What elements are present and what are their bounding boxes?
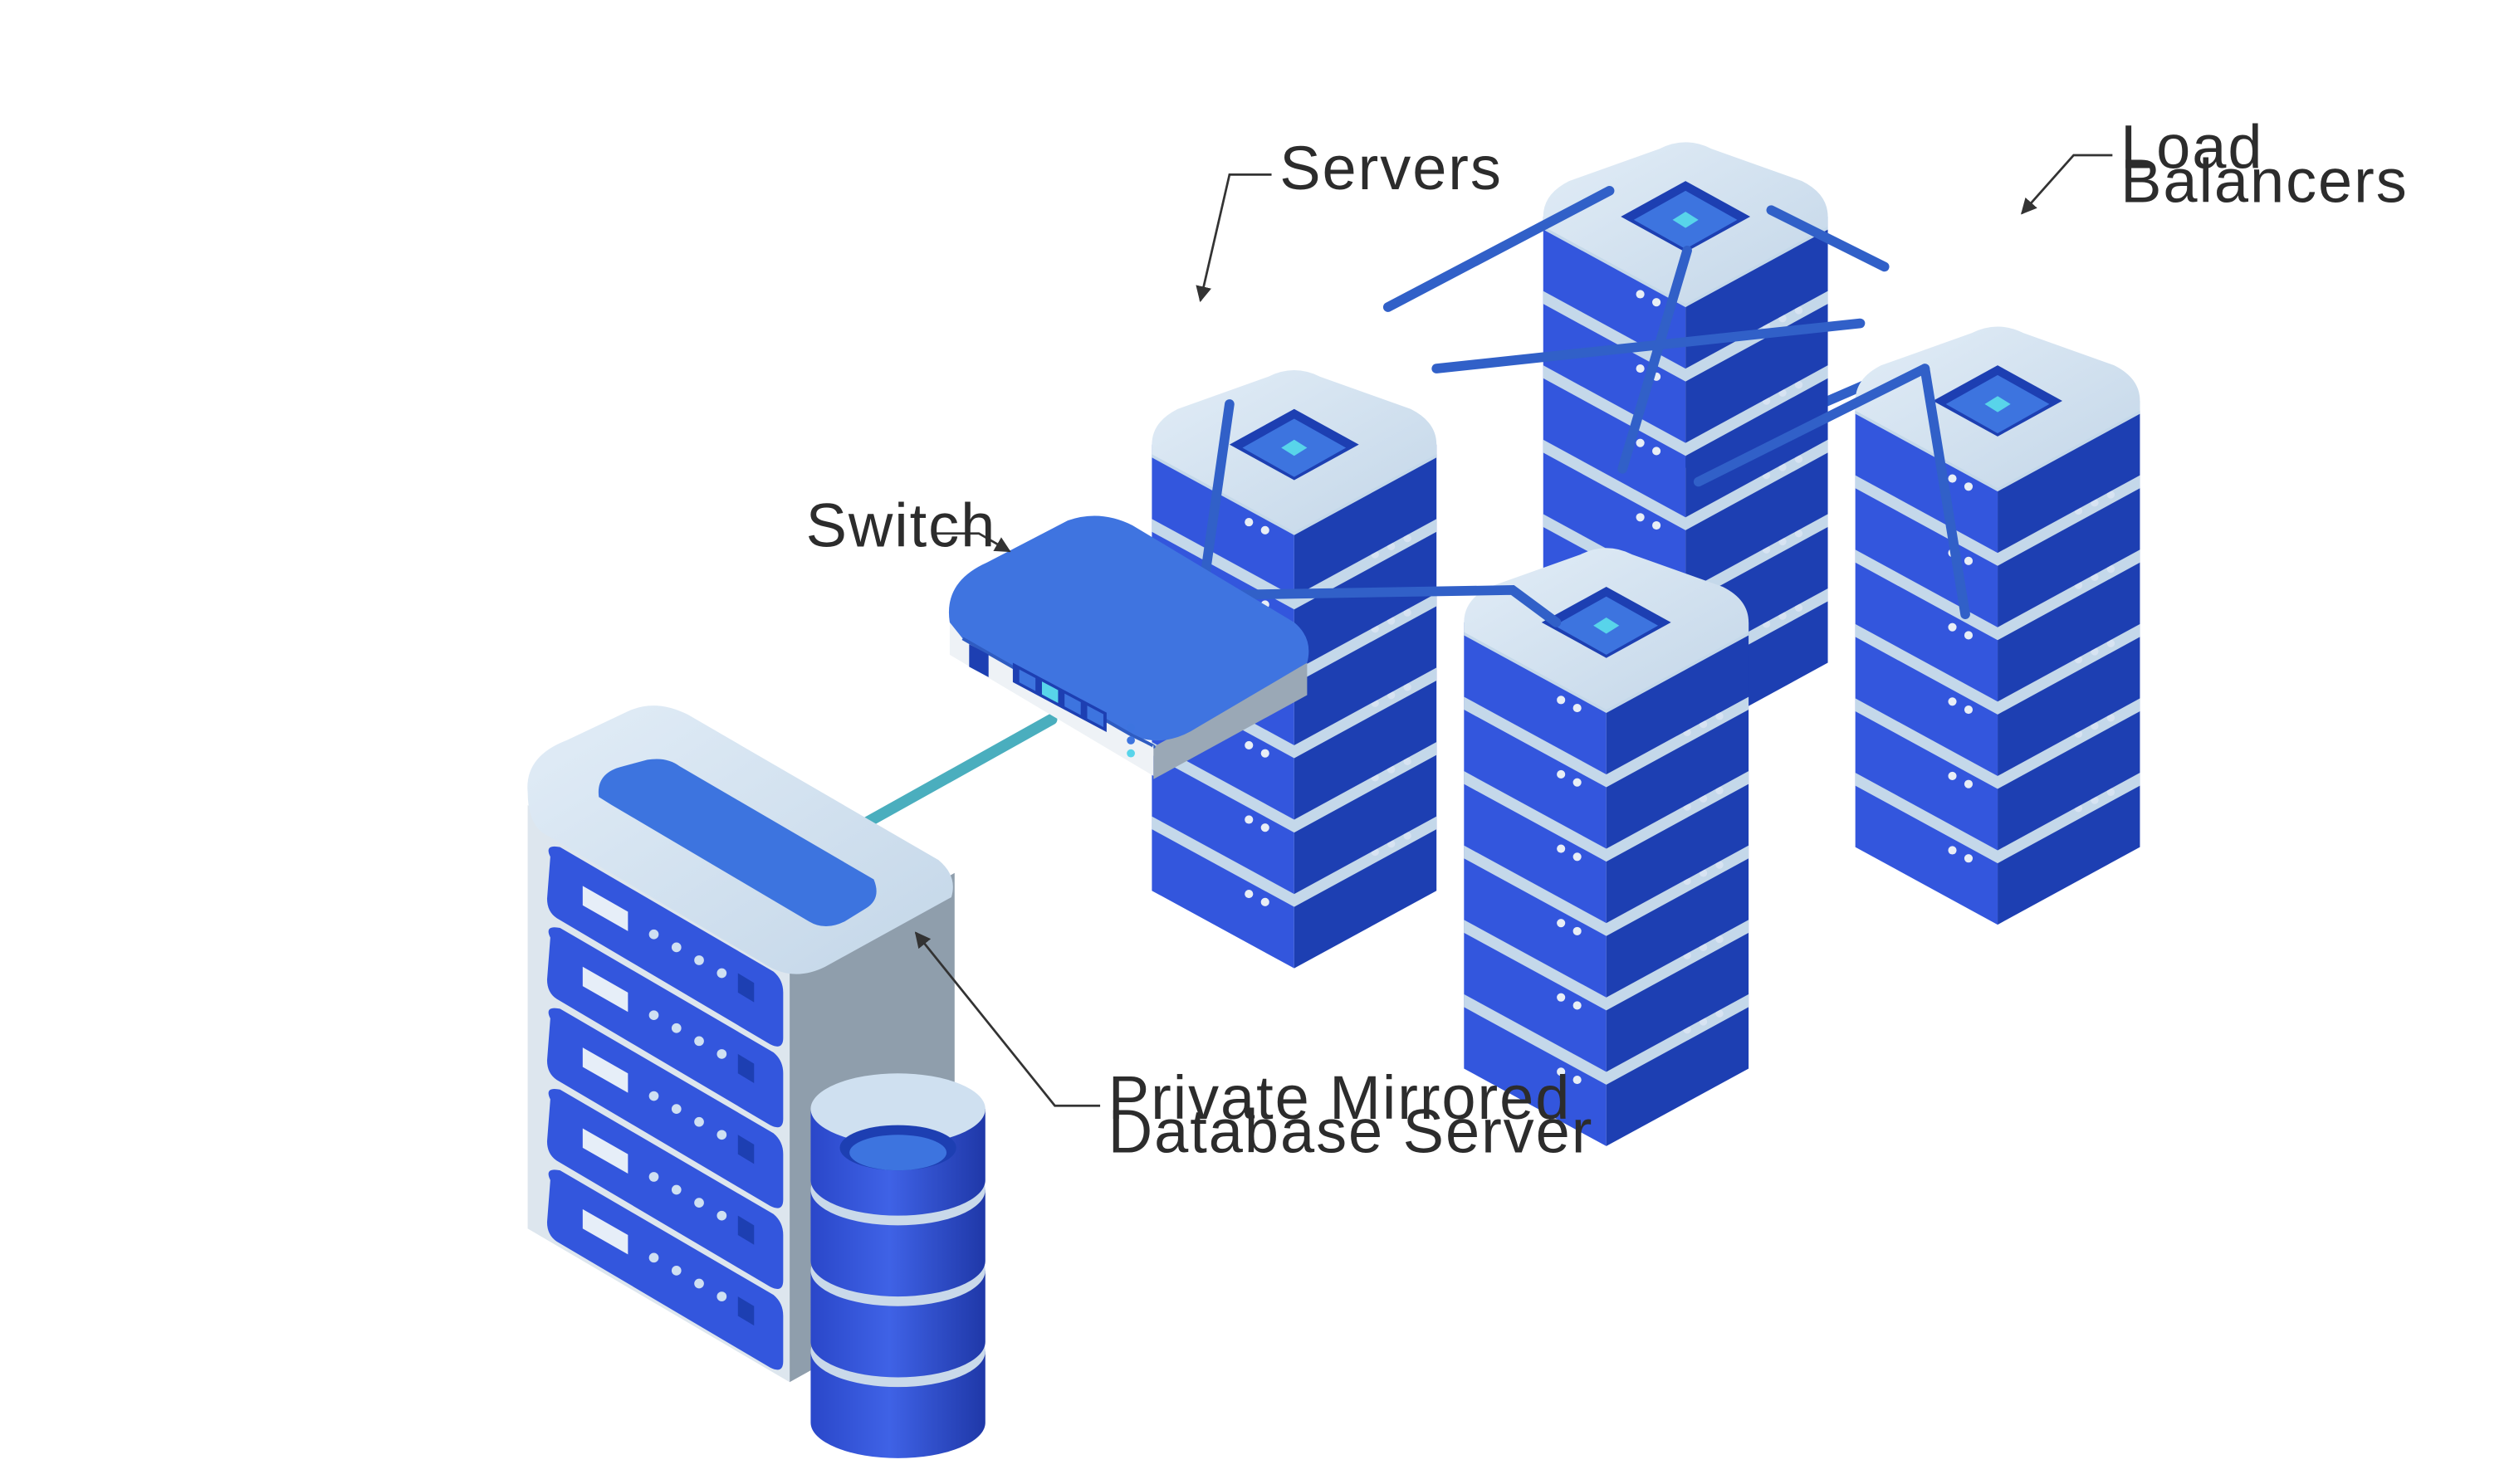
status-dot [2106, 788, 2115, 797]
callouts [914, 154, 2113, 1107]
status-dot [1715, 1009, 1724, 1018]
server-unit [1464, 696, 1749, 849]
status-dot [1794, 380, 1803, 389]
server-unit [1543, 439, 1828, 592]
server-rack-front-center [1464, 548, 1749, 1146]
load-balancers-label-line2: Balancers [2120, 146, 2409, 215]
status-dot [1403, 608, 1411, 617]
status-dot [1403, 683, 1411, 691]
status-dot [1260, 525, 1269, 535]
database-cable [852, 713, 1058, 834]
load-balancer-rack [1855, 326, 2140, 925]
database-label-line1: Private Mirrored [1108, 1063, 1572, 1132]
status-dot [1572, 852, 1582, 862]
status-dot [1794, 530, 1803, 538]
status-dot [1948, 474, 1957, 483]
status-dot [2106, 564, 2115, 574]
status-dot [1636, 364, 1645, 373]
status-dot [1403, 534, 1411, 543]
status-dot [1964, 482, 1974, 491]
status-dot [1245, 740, 1254, 749]
server-rack-top-center [1543, 142, 1828, 741]
status-dot [1557, 696, 1566, 705]
database-label-line2: Database Server [1108, 1097, 1594, 1166]
status-dot [1715, 786, 1724, 795]
server-unit [1855, 623, 2140, 776]
status-dot [1964, 779, 1974, 788]
status-dot [1557, 993, 1566, 1002]
status-dot [1260, 749, 1269, 758]
servers-label: Servers [1279, 134, 1503, 203]
status-dot [1636, 513, 1645, 522]
status-dot [1964, 631, 1974, 640]
status-dot [1794, 455, 1803, 463]
status-dot [1715, 861, 1724, 869]
status-dot [1557, 1067, 1566, 1076]
rack-led [1281, 439, 1308, 456]
status-dot [1572, 926, 1582, 935]
status-dot [1260, 823, 1269, 832]
network-switch-icon [948, 515, 1309, 779]
status-dot [1715, 712, 1724, 720]
switch-label: Switch [806, 491, 997, 559]
status-dot [1964, 556, 1974, 565]
server-unit [1855, 549, 2140, 702]
status-dot [1557, 844, 1566, 853]
db-drive-slot [546, 927, 784, 1128]
status-dot [1572, 1001, 1582, 1010]
status-dot [1557, 769, 1566, 779]
load-balancers-label-line1: Load [2120, 113, 2263, 182]
status-dot [1715, 935, 1724, 944]
server-unit [1152, 816, 1437, 969]
status-dot [1572, 1076, 1582, 1085]
status-dot [1403, 832, 1411, 840]
status-dot [1636, 438, 1645, 447]
db-drive-slot [546, 1169, 784, 1370]
status-dot [1794, 306, 1803, 315]
status-dot [1557, 919, 1566, 928]
server-unit [1464, 771, 1749, 924]
db-drive-slot [546, 846, 784, 1047]
status-dot [1948, 846, 1957, 855]
status-dot [1403, 757, 1411, 766]
status-dot [1964, 854, 1974, 863]
status-dot [2106, 714, 2115, 722]
status-dot [1636, 290, 1645, 299]
status-dot [1948, 771, 1957, 780]
status-dot [1652, 447, 1661, 456]
cylinder-band [810, 1073, 986, 1145]
status-dot [1652, 298, 1661, 307]
status-dot [1245, 518, 1254, 527]
rack-cables [1200, 185, 1970, 619]
status-dot [1572, 704, 1582, 713]
status-dot [1948, 697, 1957, 706]
status-dot [2106, 491, 2115, 499]
server-rack-left [1152, 370, 1437, 969]
status-dot [2106, 639, 2115, 647]
status-dot [1245, 890, 1254, 899]
database-server-box [527, 705, 955, 1383]
database-cylinder-icon [810, 1073, 986, 1458]
cylinder-top [849, 1135, 947, 1171]
server-unit [1855, 773, 2140, 925]
status-dot [1572, 778, 1582, 787]
status-dot [1964, 705, 1974, 715]
server-unit [1464, 920, 1749, 1072]
status-dot [1260, 897, 1269, 906]
db-drive-slot [546, 1008, 784, 1208]
status-dot [1652, 520, 1661, 530]
server-unit [1464, 993, 1749, 1146]
status-dot [1245, 815, 1254, 824]
db-drive-slot [546, 1088, 784, 1289]
status-dot [1948, 622, 1957, 632]
status-dot [1794, 603, 1803, 613]
